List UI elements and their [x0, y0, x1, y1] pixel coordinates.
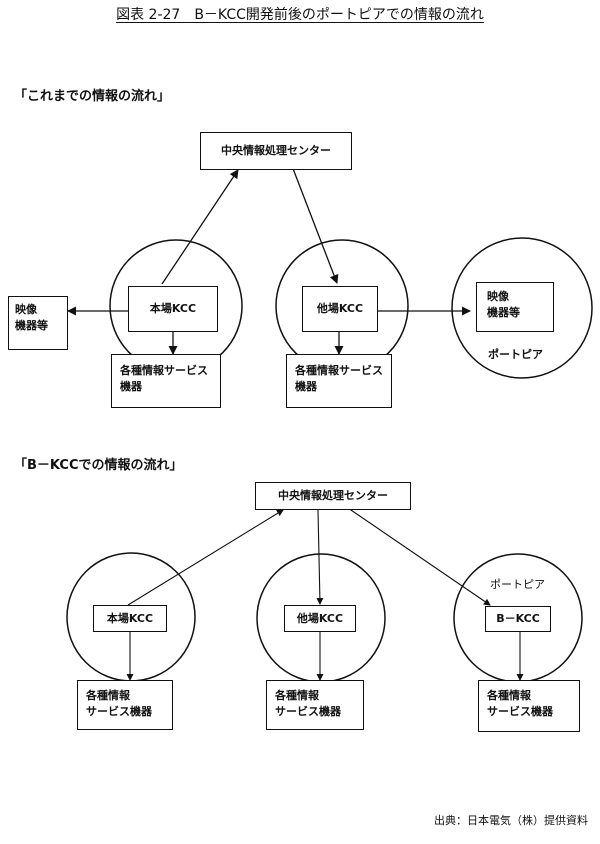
arrow2-center-to-bkcc — [347, 507, 491, 606]
taba-kcc-box: 他場KCC — [302, 286, 378, 332]
service-box-2-1: 各種情報 サービス機器 — [77, 680, 173, 730]
arrow2-center-to-taba — [316, 509, 324, 605]
eizo-kiki-portpia-box: 映像 機器等 — [476, 282, 554, 332]
portpia-label: ポートピア — [488, 348, 543, 361]
central-processing-center: 中央情報処理センター — [200, 132, 352, 170]
taba-kcc-box-2: 他場KCC — [284, 605, 356, 632]
section2-title: 「B－KCCでの情報の流れ」 — [14, 458, 183, 473]
arrow2-honba-to-center — [127, 509, 284, 606]
source-note: 出典：日本電気（株）提供資料 — [434, 814, 588, 827]
service-box-2-2: 各種情報 サービス機器 — [266, 680, 364, 730]
arrow-center-to-taba — [291, 165, 339, 284]
figure-title: 図表 2-27 B－KCC開発前後のポートピアでの情報の流れ — [0, 4, 600, 24]
service-box-2-3: 各種情報 サービス機器 — [478, 680, 580, 732]
figure-title-text: 図表 2-27 B－KCC開発前後のポートピアでの情報の流れ — [116, 7, 484, 23]
portpia-label-2: ポートピア — [490, 578, 545, 591]
service-box-1: 各種情報サービス 機器 — [111, 354, 221, 408]
central-processing-center-2: 中央情報処理センター — [255, 482, 411, 510]
b-kcc-box: B－KCC — [485, 606, 551, 632]
honba-kcc-box: 本場KCC — [128, 286, 218, 332]
honba-kcc-box-2: 本場KCC — [93, 605, 167, 632]
section1-title: 「これまでの情報の流れ」 — [14, 89, 171, 104]
eizo-kiki-left-box: 映像 機器等 — [8, 296, 68, 350]
portpia-circle — [451, 237, 593, 379]
service-box-2: 各種情報サービス 機器 — [286, 354, 392, 408]
arrow-honba-to-center — [161, 169, 239, 285]
